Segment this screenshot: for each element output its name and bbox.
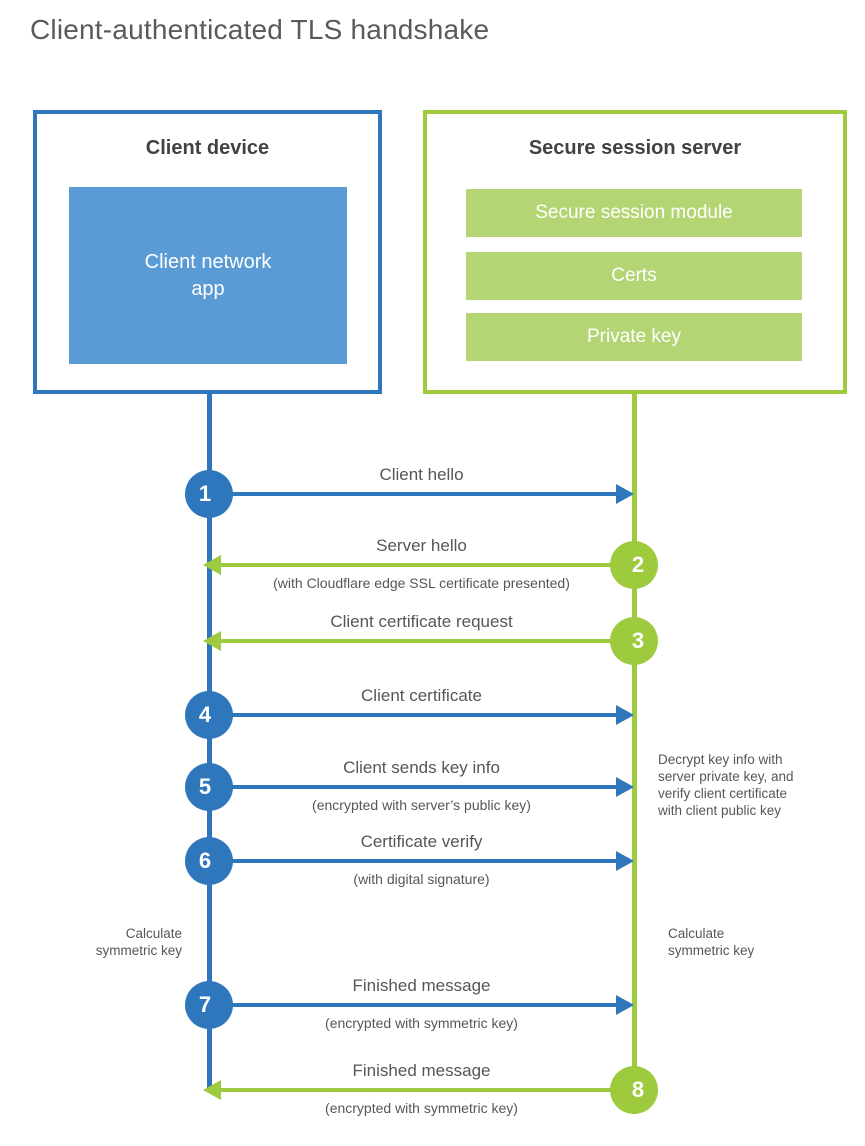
step-5-label: Client sends key info <box>343 758 500 777</box>
module-bar-secure-session-module: Secure session module <box>466 189 802 237</box>
step-7-circle: 7 <box>185 981 233 1029</box>
step-5-sublabel: (encrypted with server’s public key) <box>312 797 531 813</box>
step-2-arrow-line <box>221 563 634 567</box>
step-1-circle: 1 <box>185 470 233 518</box>
step-2-circle: 2 <box>610 541 658 589</box>
step-2-number: 2 <box>631 552 645 577</box>
step-1-number: 1 <box>198 481 212 506</box>
step-6-label: Certificate verify <box>360 832 483 851</box>
step-3-circle: 3 <box>610 617 658 665</box>
step-5-arrow-line <box>209 785 617 789</box>
server-decrypt-note: Decrypt key info with server private key… <box>658 752 794 818</box>
step-2-label: Server hello <box>376 536 467 555</box>
step-8-arrowhead-icon <box>203 1080 221 1100</box>
step-4-number: 4 <box>198 702 212 727</box>
step-4-circle: 4 <box>185 691 233 739</box>
step-6-arrowhead-icon <box>616 851 634 871</box>
step-2-sublabel: (with Cloudflare edge SSL certificate pr… <box>273 575 570 591</box>
step-3-label: Client certificate request <box>330 612 513 631</box>
step-2-arrowhead-icon <box>203 555 221 575</box>
step-1-arrowhead-icon <box>616 484 634 504</box>
calculate-symmetric-key-right: Calculate symmetric key <box>668 926 755 958</box>
step-5-number: 5 <box>198 774 212 799</box>
step-4-arrowhead-icon <box>616 705 634 725</box>
step-7-sublabel: (encrypted with symmetric key) <box>325 1015 518 1031</box>
step-6-sublabel: (with digital signature) <box>353 871 490 887</box>
step-8-sublabel: (encrypted with symmetric key) <box>325 1100 518 1116</box>
step-8-circle: 8 <box>610 1066 658 1114</box>
step-8-arrow-line <box>221 1088 634 1092</box>
step-3-arrowhead-icon <box>203 631 221 651</box>
client-device-title: Client device <box>145 137 270 159</box>
step-6-number: 6 <box>198 848 212 873</box>
step-1-label: Client hello <box>379 465 464 484</box>
step-5-circle: 5 <box>185 763 233 811</box>
step-3-number: 3 <box>631 628 645 653</box>
step-7-arrow-line <box>209 1003 617 1007</box>
step-7-number: 7 <box>198 992 212 1017</box>
step-7-label: Finished message <box>352 976 491 995</box>
step-6-circle: 6 <box>185 837 233 885</box>
step-7-arrowhead-icon <box>616 995 634 1015</box>
client-lifeline <box>207 394 212 1090</box>
page-title: Client-authenticated TLS handshake <box>30 14 490 45</box>
calculate-symmetric-key-left: Calculate symmetric key <box>95 926 182 958</box>
step-8-label: Finished message <box>352 1061 491 1080</box>
step-3-arrow-line <box>221 639 634 643</box>
step-1-arrow-line <box>209 492 617 496</box>
secure-session-server-title: Secure session server <box>528 137 742 159</box>
server-lifeline <box>632 394 637 1114</box>
module-bar-certs: Certs <box>466 252 802 300</box>
module-bar-private-key: Private key <box>466 313 802 361</box>
step-4-arrow-line <box>209 713 617 717</box>
step-4-label: Client certificate <box>361 686 482 705</box>
step-8-number: 8 <box>631 1077 645 1102</box>
client-network-app-box: Client network app <box>69 187 347 364</box>
step-6-arrow-line <box>209 859 617 863</box>
step-5-arrowhead-icon <box>616 777 634 797</box>
